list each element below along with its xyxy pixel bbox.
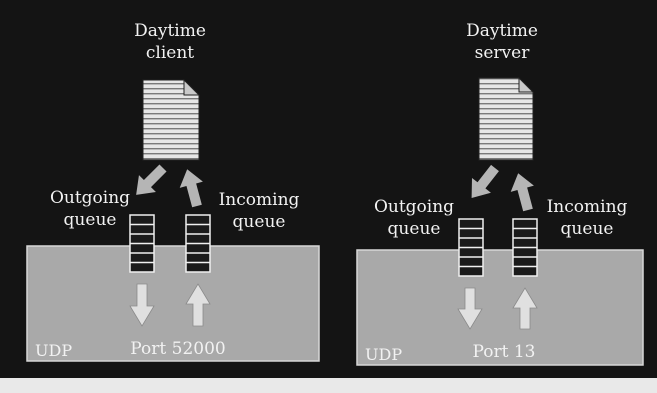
client-port-label: Port 52000 xyxy=(130,339,225,359)
client-outgoing-queue xyxy=(129,214,155,273)
server-side: Daytime server Outgoing queue Incoming q… xyxy=(356,21,644,366)
client-incoming-arrow-icon xyxy=(179,169,203,208)
server-udp-box xyxy=(356,249,644,366)
server-up-arrow-icon xyxy=(512,287,538,330)
client-incoming-queue-label-line2: queue xyxy=(233,212,286,232)
client-outgoing-queue-label-line2: queue xyxy=(64,210,117,230)
client-process-label-line1: Daytime xyxy=(134,21,206,41)
client-down-arrow-icon xyxy=(129,283,155,327)
server-port-label: Port 13 xyxy=(473,342,536,362)
client-up-arrow-icon xyxy=(185,283,211,327)
server-incoming-queue-label-line1: Incoming xyxy=(547,197,628,217)
server-incoming-arrow-icon xyxy=(510,173,534,212)
server-outgoing-queue xyxy=(458,218,484,277)
server-incoming-queue-label-line2: queue xyxy=(561,219,614,239)
client-outgoing-queue-label-line1: Outgoing xyxy=(50,188,130,208)
server-incoming-queue xyxy=(512,218,538,277)
server-document-icon xyxy=(478,76,535,161)
client-process-label-line2: client xyxy=(146,43,194,63)
server-udp-label: UDP xyxy=(365,345,402,364)
server-outgoing-queue-label-line1: Outgoing xyxy=(374,197,454,217)
server-process-label-line1: Daytime xyxy=(466,21,538,41)
client-udp-label: UDP xyxy=(35,341,72,360)
client-document-icon xyxy=(142,78,201,161)
client-incoming-queue xyxy=(185,214,211,273)
client-outgoing-arrow-icon xyxy=(136,164,167,195)
bottom-band xyxy=(0,378,657,393)
client-udp-box xyxy=(26,245,320,362)
client-side: Daytime client Outgoing queue Incoming q… xyxy=(26,21,320,362)
server-outgoing-arrow-icon xyxy=(471,164,499,198)
server-outgoing-queue-label-line2: queue xyxy=(388,219,441,239)
client-incoming-queue-label-line1: Incoming xyxy=(219,190,300,210)
server-down-arrow-icon xyxy=(457,287,483,330)
server-process-label-line2: server xyxy=(475,43,531,63)
